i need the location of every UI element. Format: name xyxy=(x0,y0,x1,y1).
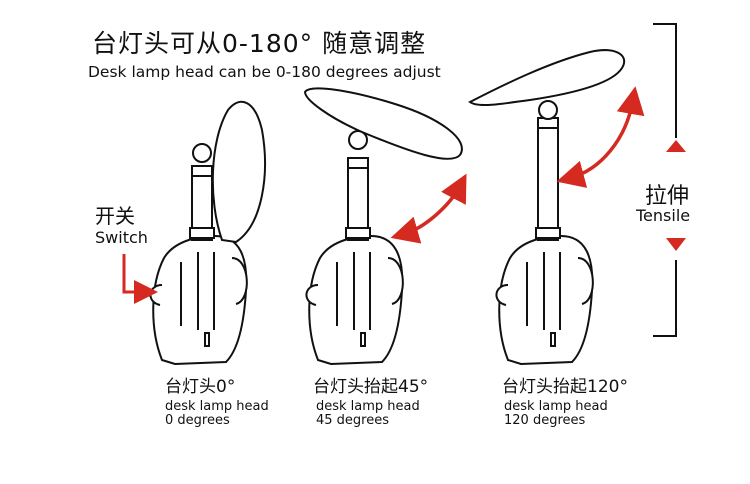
lamp-2-base xyxy=(308,234,404,366)
lamp-3-base xyxy=(498,234,594,366)
lamp-3-caption-chinese: 台灯头抬起120° xyxy=(502,377,628,397)
lamp-0-degrees xyxy=(149,100,266,366)
lamp-1-caption-chinese: 台灯头0° xyxy=(165,377,236,397)
tensile-up-arrow-icon xyxy=(666,140,686,152)
lamp-1-caption-english-line2: 0 degrees xyxy=(165,413,230,428)
lamp-2-caption-chinese: 台灯头抬起45° xyxy=(313,377,429,397)
rotation-arrow-120-icon xyxy=(556,86,645,188)
lamp-45-degrees xyxy=(303,87,463,366)
lamp-1-head xyxy=(211,100,266,244)
lamp-120-degrees xyxy=(468,49,625,366)
title-english: Desk lamp head can be 0-180 degrees adju… xyxy=(88,63,441,81)
lamp-3-head xyxy=(468,49,625,107)
lamp-2-caption-english-line1: desk lamp head xyxy=(316,399,420,414)
lamp-1-ear-left xyxy=(149,284,163,306)
switch-arrow-icon xyxy=(122,254,158,304)
lamp-3-caption-english-line1: desk lamp head xyxy=(504,399,608,414)
tensile-down-arrow-icon xyxy=(666,238,686,251)
tensile-label-english: Tensile xyxy=(636,206,691,225)
lamp-3-caption-english-line2: 120 degrees xyxy=(504,413,586,428)
rotation-arrow-45-icon xyxy=(390,173,467,244)
switch-label-english: Switch xyxy=(95,228,148,247)
lamp-2-head xyxy=(303,87,463,160)
lamp-1-base xyxy=(152,234,248,366)
switch-label-chinese: 开关 xyxy=(95,204,135,228)
tensile-bracket xyxy=(653,23,677,337)
lamp-1-knob xyxy=(192,143,212,163)
lamp-1-ear-right xyxy=(231,257,248,305)
tensile-label-chinese: 拉伸 xyxy=(645,184,690,209)
lamp-3-knob xyxy=(538,100,558,120)
lamp-3-neck xyxy=(537,127,559,241)
title-chinese: 台灯头可从0-180° 随意调整 xyxy=(92,29,427,58)
lamp-2-caption-english-line2: 45 degrees xyxy=(316,413,390,428)
lamp-1-caption-english-line1: desk lamp head xyxy=(165,399,269,414)
